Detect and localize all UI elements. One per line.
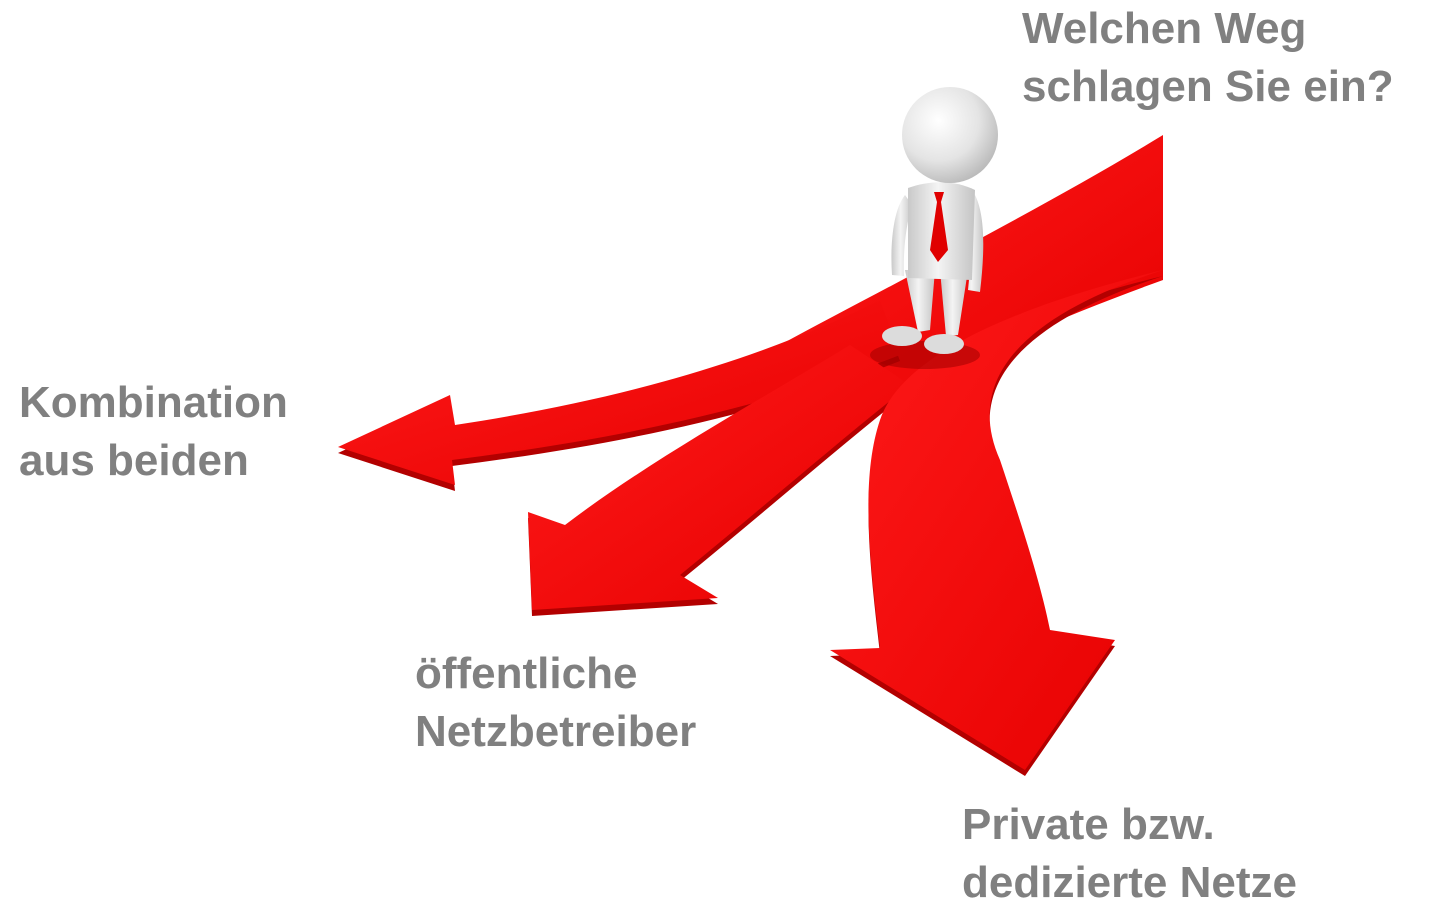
private-line-1: Private bzw.: [962, 800, 1215, 849]
public-line-1: öffentliche: [415, 649, 638, 698]
private-line-2: dedizierte Netze: [962, 858, 1297, 907]
option-private-label: Private bzw. dedizierte Netze: [962, 796, 1297, 912]
arrow-combination: [338, 300, 900, 491]
question-line-1: Welchen Weg: [1022, 4, 1307, 53]
question-line-2: schlagen Sie ein?: [1022, 62, 1394, 111]
question-label: Welchen Weg schlagen Sie ein?: [1022, 0, 1394, 116]
public-line-2: Netzbetreiber: [415, 707, 697, 756]
arrow-public: [528, 345, 910, 616]
person-figure-icon: [882, 87, 998, 354]
arrow-private: [830, 270, 1163, 776]
option-public-label: öffentliche Netzbetreiber: [415, 645, 696, 761]
combination-line-1: Kombination: [19, 378, 288, 427]
option-combination-label: Kombination aus beiden: [19, 374, 288, 490]
combination-line-2: aus beiden: [19, 436, 249, 485]
